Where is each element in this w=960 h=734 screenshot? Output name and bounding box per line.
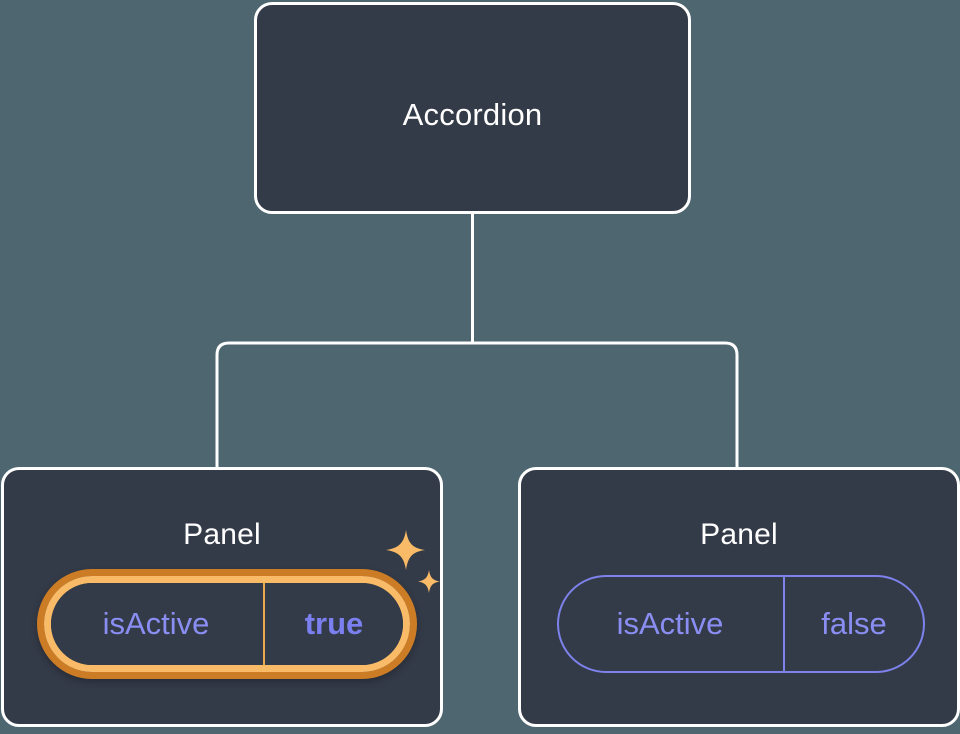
connector-branch-right (472, 341, 739, 469)
highlight-ring-outer (37, 569, 417, 679)
prop-divider (263, 583, 265, 665)
prop-divider (783, 577, 785, 671)
connector-branch-left (215, 341, 473, 469)
prop-key: isActive (102, 606, 210, 641)
node-accordion[interactable]: Accordion (254, 2, 691, 214)
node-panel-inactive[interactable]: Panel isActive false (518, 467, 960, 727)
prop-value: false (821, 606, 887, 641)
prop-key: isActive (616, 606, 724, 641)
prop-pill-isactive-true[interactable]: isActive true (37, 569, 417, 679)
prop-pill-isactive-false[interactable]: isActive false (557, 575, 925, 673)
highlight-ring-inner (44, 576, 410, 672)
prop-pill-body: isActive true (51, 583, 403, 665)
node-panel-active-title: Panel (183, 518, 261, 551)
node-panel-active[interactable]: Panel isActive true (1, 467, 443, 727)
node-panel-inactive-title: Panel (700, 518, 778, 551)
prop-value: true (304, 606, 364, 641)
node-accordion-title: Accordion (402, 97, 543, 132)
